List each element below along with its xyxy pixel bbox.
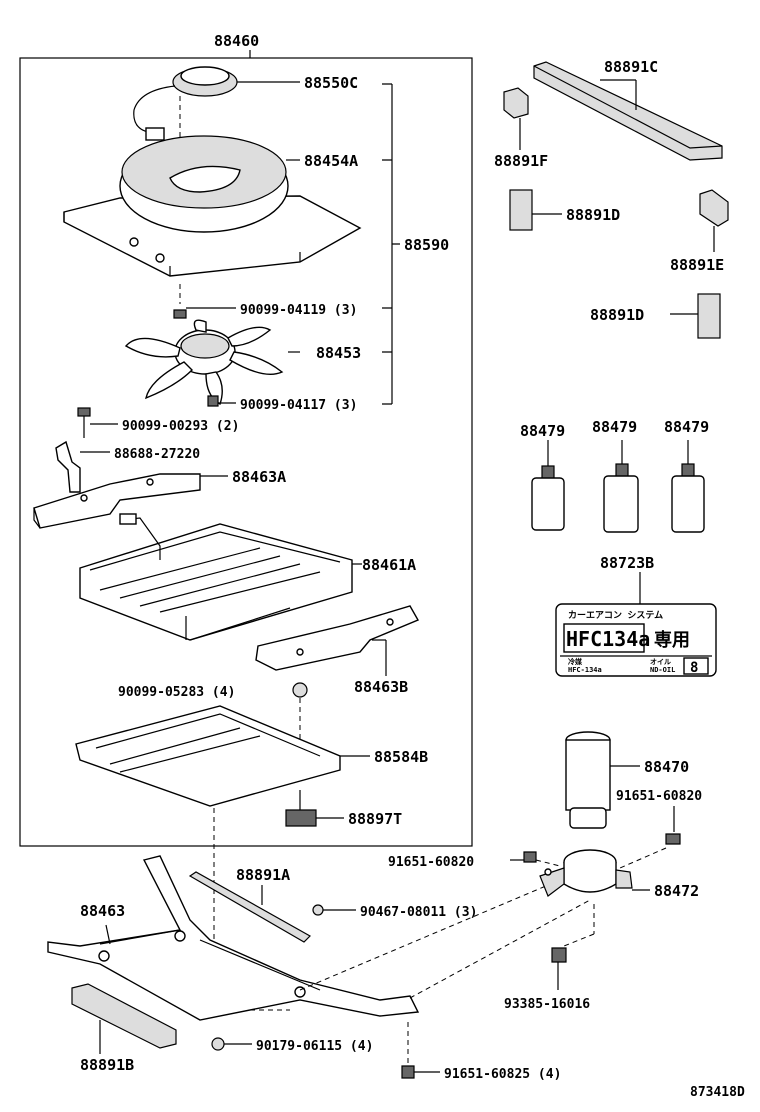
stud-88897t [285,790,344,827]
bracket-88590 [382,83,400,405]
fan-88453 [124,319,300,406]
label-88688-27220: 88688-27220 [114,447,200,462]
label-88479-3: 88479 [664,418,709,436]
screw-90099-04117 [207,395,236,407]
label-88479-2: 88479 [592,418,637,436]
screw-91651-60820-right [619,806,681,869]
label-88891c: 88891C [604,58,658,76]
valve-88479-2 [603,440,639,533]
frame-88463 [47,855,420,1021]
screw-90099-04119 [173,284,236,319]
label-93385-16016: 93385-16016 [504,997,590,1012]
pad-88891b [71,983,177,1054]
pad-88891d-1 [509,189,562,231]
label-88897t: 88897T [348,810,402,828]
assembly-88460-box [19,57,473,847]
nut-90179-06115 [211,1037,252,1051]
label-88891a: 88891A [236,866,290,884]
sticker-small-left-top: 冷媒 [568,657,583,666]
label-88453: 88453 [316,344,361,362]
label-88891e: 88891E [670,256,724,274]
label-88460: 88460 [214,32,259,50]
label-88463: 88463 [80,902,125,920]
diagram-id: 873418D [690,1085,745,1100]
sticker-small-right-top: オイル [650,658,671,666]
label-90099-04119: 90099-04119 (3) [240,303,357,318]
pad-88891e [699,189,729,252]
label-91651-60825: 91651-60825 (4) [444,1067,561,1082]
fan-shroud-88454a [63,135,362,277]
label-90179-06115: 90179-06115 (4) [256,1039,373,1054]
valve-88479-3 [671,440,705,533]
sticker-number: 8 [690,660,698,676]
sticker-88723b: カーエアコン システム HFC134a 専用 冷媒 HFC-134a オイル N… [555,572,717,677]
label-88479-1: 88479 [520,422,565,440]
bolt-93385-16016 [551,904,595,990]
sticker-exclusive: 専用 [654,629,690,651]
label-88891d-1: 88891D [566,206,620,224]
screw-91651-60820-left [510,851,561,867]
label-88723b: 88723B [600,554,654,572]
bracket-88463a [33,473,228,529]
label-88584b: 88584B [374,748,428,766]
bar-88891c [533,61,723,161]
label-88891f: 88891F [494,152,548,170]
receiver-88470 [565,731,640,829]
label-91651-60820-right: 91651-60820 [616,789,702,804]
sticker-refrigerant: HFC134a [566,627,650,651]
label-88454a: 88454A [304,152,358,170]
label-90467-08011: 90467-08011 (3) [360,905,477,920]
bar-88891a [188,871,311,943]
label-88461a: 88461A [362,556,416,574]
label-91651-60820-left: 91651-60820 [388,855,474,870]
label-90099-05283: 90099-05283 (4) [118,685,235,700]
label-88891d-2: 88891D [590,306,644,324]
condenser-88461a [79,513,362,641]
bracket-88463b [255,605,420,676]
pad-88891f [503,87,529,150]
bolt-90467-08011 [312,904,356,916]
fan-motor-connector-88550c [133,66,300,160]
sticker-line1: カーエアコン システム [568,610,663,621]
bolt-91651-60825 [401,1022,440,1079]
bracket-88472 [539,849,650,897]
label-88463b: 88463B [354,678,408,696]
pad-88891d-2 [670,293,721,339]
label-90099-00293: 90099-00293 (2) [122,419,239,434]
bolt-90099-00293 [77,407,118,438]
bracket-88584b [75,705,370,807]
label-88463a: 88463A [232,468,286,486]
label-88891b: 88891B [80,1056,134,1074]
label-88470: 88470 [644,758,689,776]
label-90099-04117: 90099-04117 (3) [240,398,357,413]
label-88550c: 88550C [304,74,358,92]
sticker-small-right-bottom: ND-OIL [650,666,675,674]
label-88472: 88472 [654,882,699,900]
sticker-small-left-bottom: HFC-134a [568,666,602,674]
valve-88479-1 [531,440,565,531]
bracket-88688-27220 [55,440,110,493]
label-88590: 88590 [404,236,449,254]
